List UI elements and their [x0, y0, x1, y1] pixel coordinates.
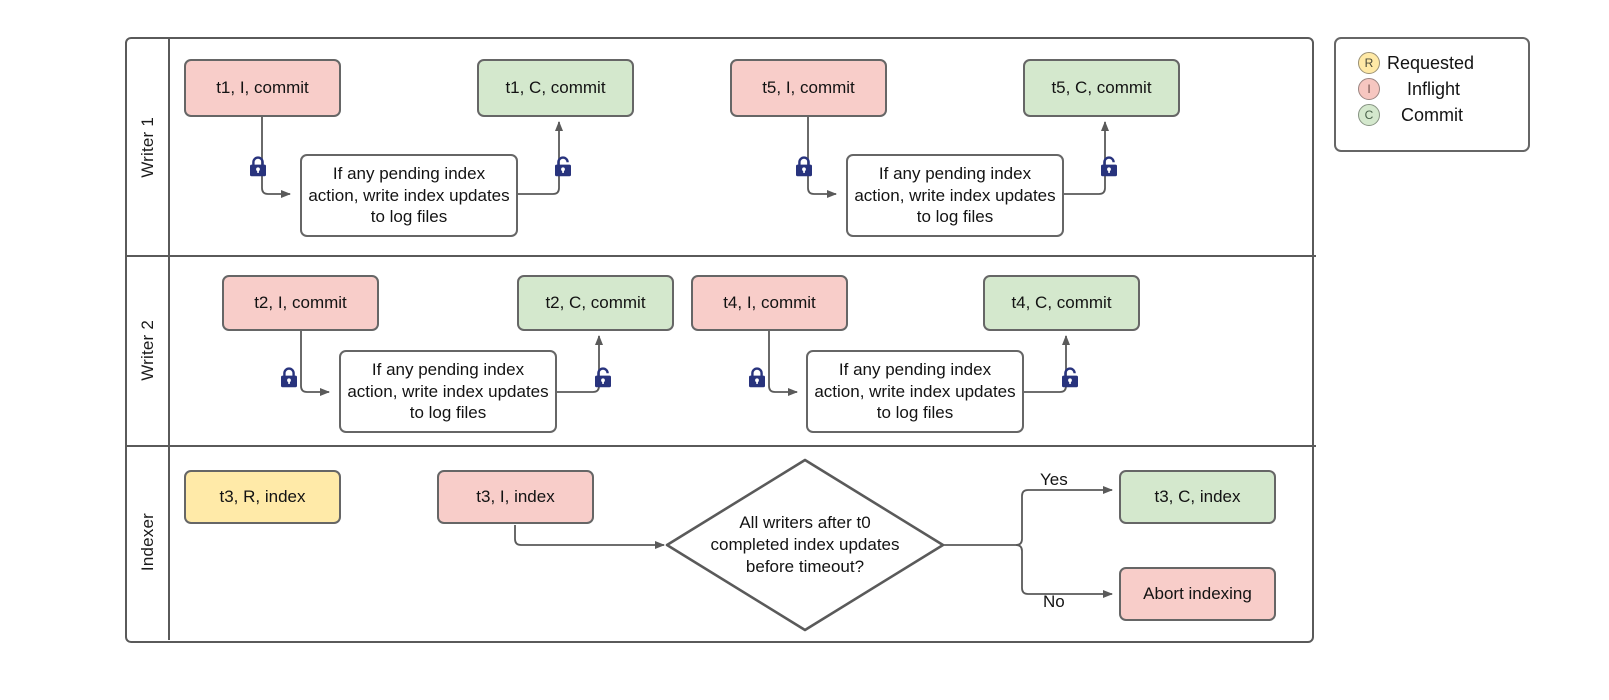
lock-closed-icon — [250, 156, 266, 177]
node-t3-inflight[interactable]: t3, I, index — [437, 470, 594, 524]
lane-label-writer-1: Writer 1 — [137, 116, 157, 178]
badge-letter: C — [1364, 108, 1374, 122]
node-label: t3, R, index — [219, 487, 306, 507]
legend-label-commit: Commit — [1401, 104, 1463, 125]
node-label: t2, I, commit — [254, 293, 347, 313]
lock-closed-icon — [796, 156, 812, 177]
node-label: If any pending index action, write index… — [308, 163, 510, 227]
node-writer2-action-1[interactable]: If any pending index action, write index… — [339, 350, 557, 433]
node-label: If any pending index action, write index… — [347, 359, 549, 423]
legend-item-requested: R Requested — [1336, 50, 1528, 76]
lock-closed-icon — [749, 367, 765, 388]
node-label: t2, C, commit — [545, 293, 646, 313]
node-label: If any pending index action, write index… — [854, 163, 1056, 227]
commit-badge-icon: C — [1358, 104, 1380, 126]
badge-letter: R — [1364, 56, 1374, 70]
decision-label: All writers after t0 completed index upd… — [710, 512, 900, 577]
node-label: t1, I, commit — [216, 78, 309, 98]
node-label: t3, C, index — [1154, 487, 1241, 507]
node-writer1-action-1[interactable]: If any pending index action, write index… — [300, 154, 518, 237]
node-label: t5, C, commit — [1051, 78, 1152, 98]
node-t2-commit[interactable]: t2, C, commit — [517, 275, 674, 331]
lock-open-icon — [1101, 156, 1117, 177]
legend-item-inflight: I Inflight — [1336, 76, 1528, 102]
edge-label-yes: Yes — [1040, 470, 1068, 489]
legend-item-commit: C Commit — [1336, 102, 1528, 128]
lane-header-writer-2: Writer 2 — [127, 255, 170, 445]
node-t1-inflight[interactable]: t1, I, commit — [184, 59, 341, 117]
lock-closed-icon — [281, 367, 297, 388]
lane-header-indexer: Indexer — [127, 445, 170, 640]
node-label: t4, C, commit — [1011, 293, 1112, 313]
node-writer2-action-2[interactable]: If any pending index action, write index… — [806, 350, 1024, 433]
node-decision-writers-completed[interactable]: All writers after t0 completed index upd… — [667, 460, 943, 630]
lock-open-icon — [595, 367, 611, 388]
node-label: t3, I, index — [476, 487, 555, 507]
node-label: Abort indexing — [1143, 584, 1252, 604]
legend-label-inflight: Inflight — [1407, 78, 1461, 99]
node-label: t5, I, commit — [762, 78, 855, 98]
node-t5-commit[interactable]: t5, C, commit — [1023, 59, 1180, 117]
lock-open-icon — [555, 156, 571, 177]
badge-letter: I — [1367, 82, 1371, 96]
node-t4-commit[interactable]: t4, C, commit — [983, 275, 1140, 331]
node-t5-inflight[interactable]: t5, I, commit — [730, 59, 887, 117]
node-t3-requested[interactable]: t3, R, index — [184, 470, 341, 524]
node-writer1-action-2[interactable]: If any pending index action, write index… — [846, 154, 1064, 237]
node-abort-indexing[interactable]: Abort indexing — [1119, 567, 1276, 621]
node-label: If any pending index action, write index… — [814, 359, 1016, 423]
lane-label-indexer: Indexer — [137, 513, 157, 572]
node-t1-commit[interactable]: t1, C, commit — [477, 59, 634, 117]
node-label: t1, C, commit — [505, 78, 606, 98]
lock-open-icon — [1062, 367, 1078, 388]
inflight-badge-icon: I — [1358, 78, 1380, 100]
lane-header-writer-1: Writer 1 — [127, 39, 170, 255]
lane-divider-1 — [127, 255, 1316, 257]
legend-box: R Requested I Inflight C Commit — [1334, 37, 1530, 152]
lane-label-writer-2: Writer 2 — [137, 319, 157, 381]
node-t3-commit[interactable]: t3, C, index — [1119, 470, 1276, 524]
node-t2-inflight[interactable]: t2, I, commit — [222, 275, 379, 331]
legend-label-requested: Requested — [1387, 52, 1475, 73]
lane-divider-2 — [127, 445, 1316, 447]
edge-label-no: No — [1043, 592, 1065, 611]
requested-badge-icon: R — [1358, 52, 1380, 74]
node-label: t4, I, commit — [723, 293, 816, 313]
node-t4-inflight[interactable]: t4, I, commit — [691, 275, 848, 331]
